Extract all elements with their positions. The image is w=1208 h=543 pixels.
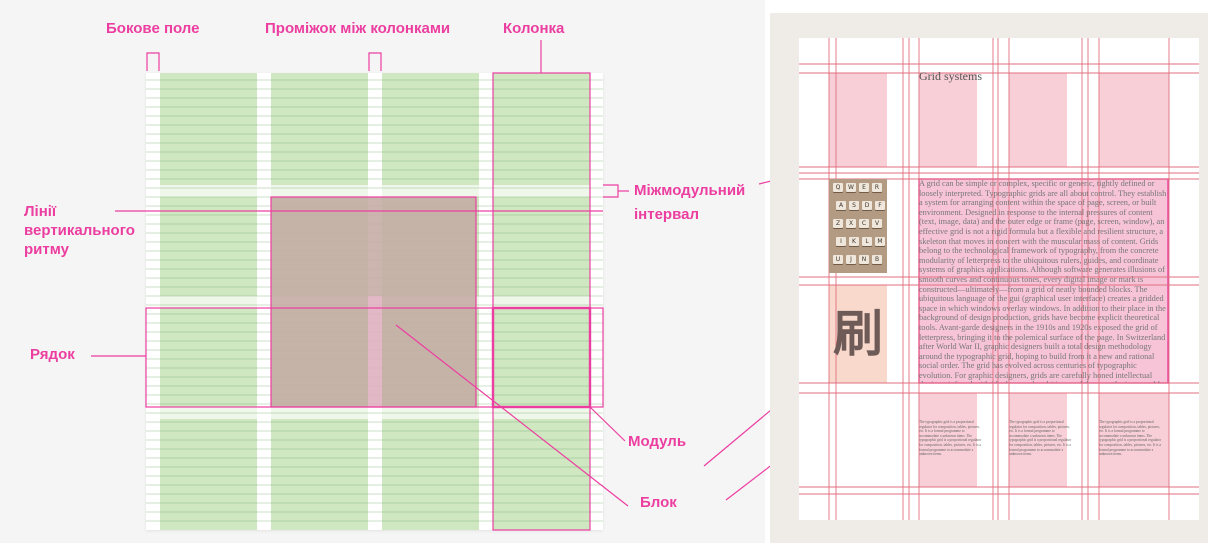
page-grid-lines [799, 38, 1199, 520]
page-title: Grid systems [919, 69, 982, 83]
column-label: Колонка [503, 20, 565, 37]
keyboard-key: L [862, 237, 872, 246]
keyboard-key: Z [833, 219, 843, 228]
keyboard-key: A [836, 201, 846, 210]
keyboard-key: W [846, 183, 856, 192]
side-margin-bracket [146, 52, 160, 71]
module-label: Модуль [628, 433, 687, 450]
keyboard-key: E [859, 183, 869, 192]
keyboard-key: C [859, 219, 869, 228]
page-grid-graphics [799, 38, 1199, 520]
rhythm-label-line1: Лінії [24, 203, 57, 220]
keyboard-key: D [862, 201, 872, 210]
gutter-label: Проміжок між колонками [265, 20, 451, 37]
keyboard-key: J [846, 255, 856, 264]
block-leader [395, 324, 629, 507]
module-leader [589, 406, 626, 442]
rhythm-label-line3: ритму [24, 241, 69, 258]
gutter-bracket [368, 52, 382, 71]
page-module-fills [829, 73, 1169, 487]
keyboard-key: U [833, 255, 843, 264]
side-margin-label: Бокове поле [106, 20, 200, 37]
keyboard-key: S [849, 201, 859, 210]
small-text-2: The typographic grid is a proportional r… [1009, 420, 1072, 457]
keyboard-key: M [875, 237, 885, 246]
intermodule-label-line1: Міжмодульний [634, 182, 746, 199]
row-gap-1 [146, 185, 603, 197]
block-label: Блок [640, 494, 677, 511]
keyboard-key: N [859, 255, 869, 264]
keyboard-key: F [875, 201, 885, 210]
keyboard-key: X [846, 219, 856, 228]
small-text-1: The typographic grid is a proportional r… [919, 420, 982, 457]
keyboard-key: B [872, 255, 882, 264]
block-outline [270, 196, 477, 408]
intermodule-bracket [603, 184, 619, 198]
gutter-highlight [368, 296, 382, 407]
keyboard-key: R [872, 183, 882, 192]
keyboard-key: V [872, 219, 882, 228]
cjk-character: 刷 [833, 304, 883, 363]
rhythm-label-line2: вертикального [24, 222, 135, 239]
text-block-fill [919, 179, 1168, 383]
cjk-module-bg [829, 285, 887, 383]
keyboard-key: Q [833, 183, 843, 192]
intermodule-label-line2: інтервал [634, 206, 699, 223]
row-label: Рядок [30, 346, 75, 363]
module-outline [491, 306, 592, 409]
page-body-text: A grid can be simple or complex, specifi… [919, 179, 1167, 383]
keyboard-key: I [836, 237, 846, 246]
small-text-3: The typographic grid is a proportional r… [1099, 420, 1162, 457]
keyboard-key: K [849, 237, 859, 246]
